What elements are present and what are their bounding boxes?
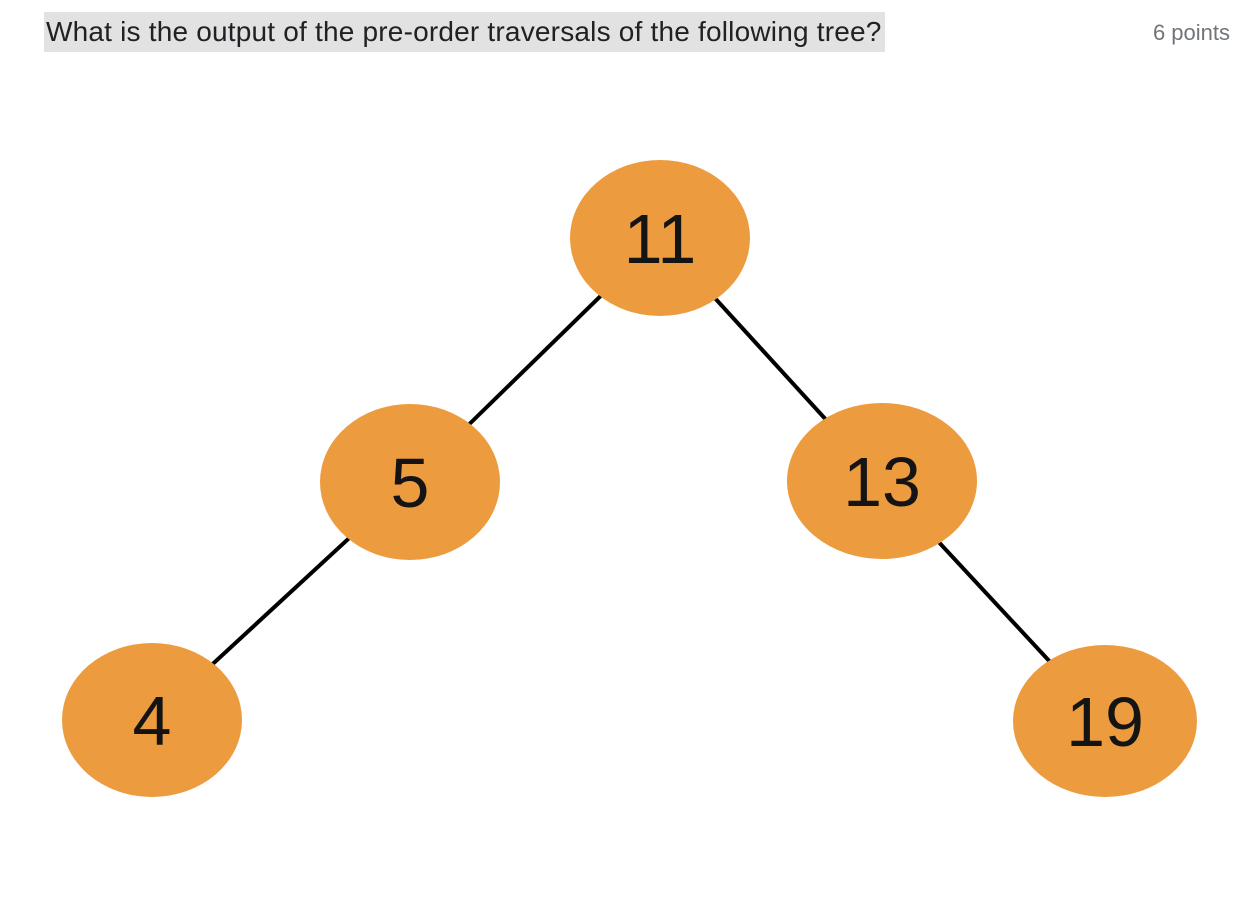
tree-node-label-4: 4 [133, 682, 172, 760]
tree-node-11 [570, 160, 750, 316]
tree-node-label-13: 13 [843, 443, 921, 521]
tree-node-4 [62, 643, 242, 797]
question-header: What is the output of the pre-order trav… [0, 0, 1244, 60]
tree-node-5 [320, 404, 500, 560]
tree-node-label-19: 19 [1066, 683, 1144, 761]
tree-node-13 [787, 403, 977, 559]
tree-node-label-5: 5 [391, 444, 430, 522]
tree-node-19 [1013, 645, 1197, 797]
points-badge: 6 points [1152, 20, 1230, 45]
tree-node-label-11: 11 [624, 200, 697, 278]
question-title: What is the output of the pre-order trav… [44, 12, 885, 52]
